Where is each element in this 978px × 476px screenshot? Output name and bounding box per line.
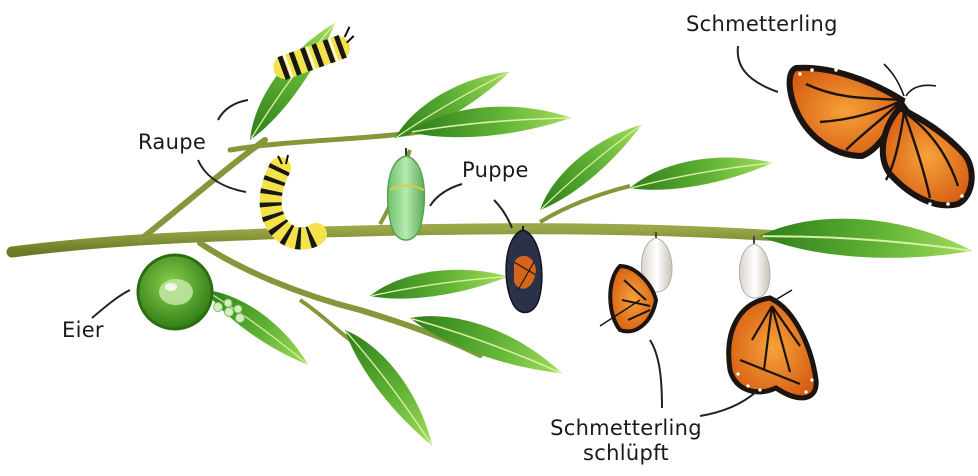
label-schluepft-line1: Schmetterling xyxy=(536,416,716,441)
egg-icon xyxy=(138,255,245,329)
label-schmetterling-schluepft: Schmetterling schlüpft xyxy=(536,416,716,466)
pointer-schluepft-1 xyxy=(650,340,662,408)
chrysalis-icon xyxy=(506,226,542,313)
caterpillar-icon xyxy=(269,26,360,82)
pointer-puppe-1 xyxy=(430,184,462,206)
label-puppe: Puppe xyxy=(462,158,529,183)
label-schluepft-line2: schlüpft xyxy=(536,441,716,466)
butterfly-icon xyxy=(790,64,972,206)
label-raupe: Raupe xyxy=(138,130,206,155)
pointer-eier xyxy=(92,290,130,318)
butterfly-icon xyxy=(729,236,816,398)
butterfly-icon xyxy=(600,232,672,331)
leaf-icon xyxy=(627,149,774,195)
label-eier: Eier xyxy=(62,318,104,343)
leaf-icon xyxy=(235,15,344,145)
leaf-icon xyxy=(759,209,974,269)
leaf-icon xyxy=(407,299,568,386)
pointer-schluepft-2 xyxy=(700,392,756,416)
pointer-raupe-top xyxy=(218,100,248,120)
leaf-icon xyxy=(368,264,509,303)
label-schmetterling: Schmetterling xyxy=(686,12,838,37)
caterpillar-icon xyxy=(271,155,316,239)
leaf-icon xyxy=(339,319,443,452)
chrysalis-icon xyxy=(388,148,425,240)
pointer-schmetterling xyxy=(738,46,778,92)
